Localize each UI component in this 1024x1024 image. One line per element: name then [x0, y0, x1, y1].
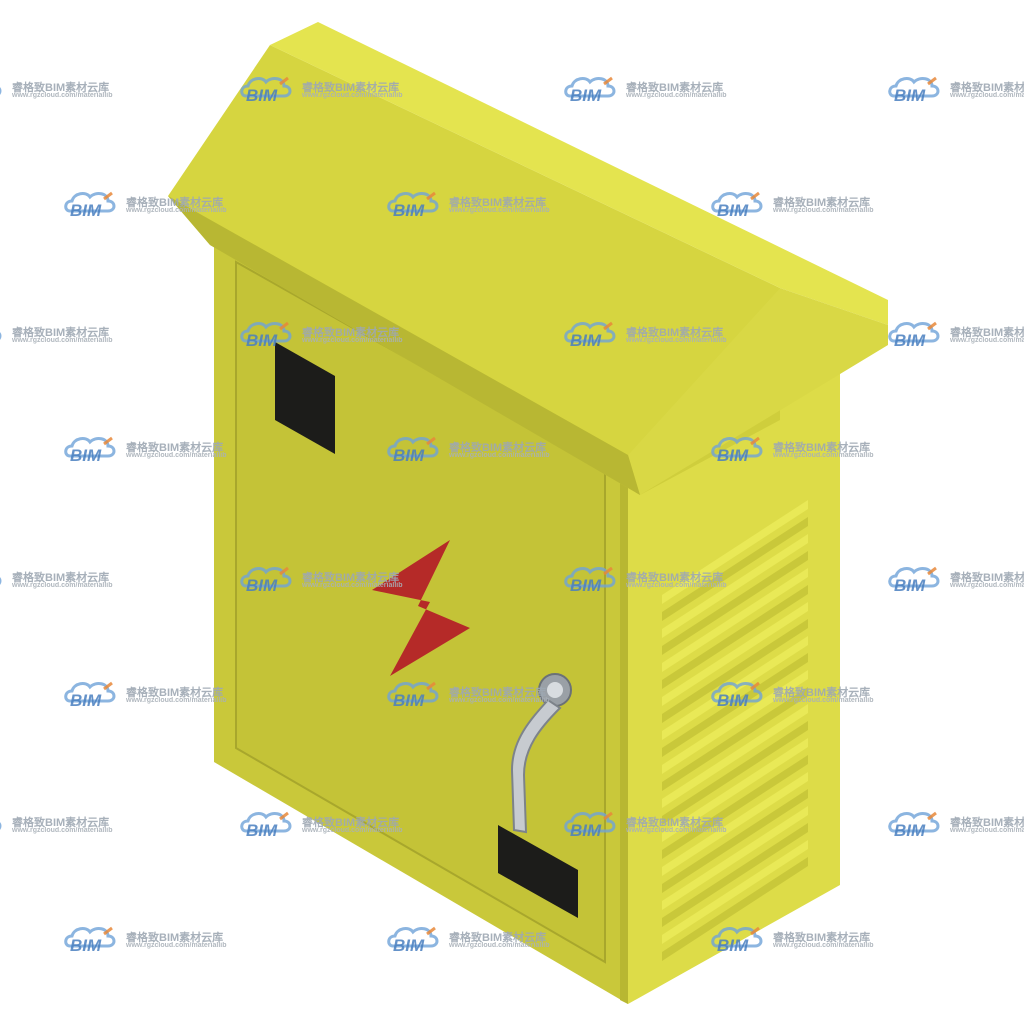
vent-louver — [662, 653, 808, 757]
vent-louver — [662, 687, 808, 791]
vent-louver — [662, 840, 808, 944]
vent-louver — [662, 551, 808, 655]
door-handle — [510, 673, 572, 834]
cabinet-edge — [620, 474, 628, 1004]
vent-louver — [662, 602, 808, 706]
vent-louver — [662, 704, 808, 808]
vent-louver — [662, 857, 808, 961]
vent-louver — [662, 721, 808, 825]
vent-louver — [662, 806, 808, 910]
vent-louver — [662, 534, 808, 638]
vent-louver — [662, 500, 808, 604]
vent-louver — [662, 585, 808, 689]
vent-louver — [662, 670, 808, 774]
roof-top — [270, 22, 888, 325]
vent-louver — [662, 568, 808, 672]
roof-right — [628, 288, 888, 495]
vent-louver — [662, 517, 808, 621]
roof-lip — [168, 196, 640, 495]
top-window — [275, 342, 335, 454]
vent-louver — [662, 755, 808, 859]
vent-louver — [662, 619, 808, 723]
roof-left-slope — [168, 45, 780, 455]
vent-louver — [662, 772, 808, 876]
vent-louver — [662, 823, 808, 927]
lightning-bolt-icon — [372, 540, 470, 676]
bottom-window — [498, 825, 578, 918]
vent-louver — [662, 738, 808, 842]
vent-louver — [662, 789, 808, 893]
